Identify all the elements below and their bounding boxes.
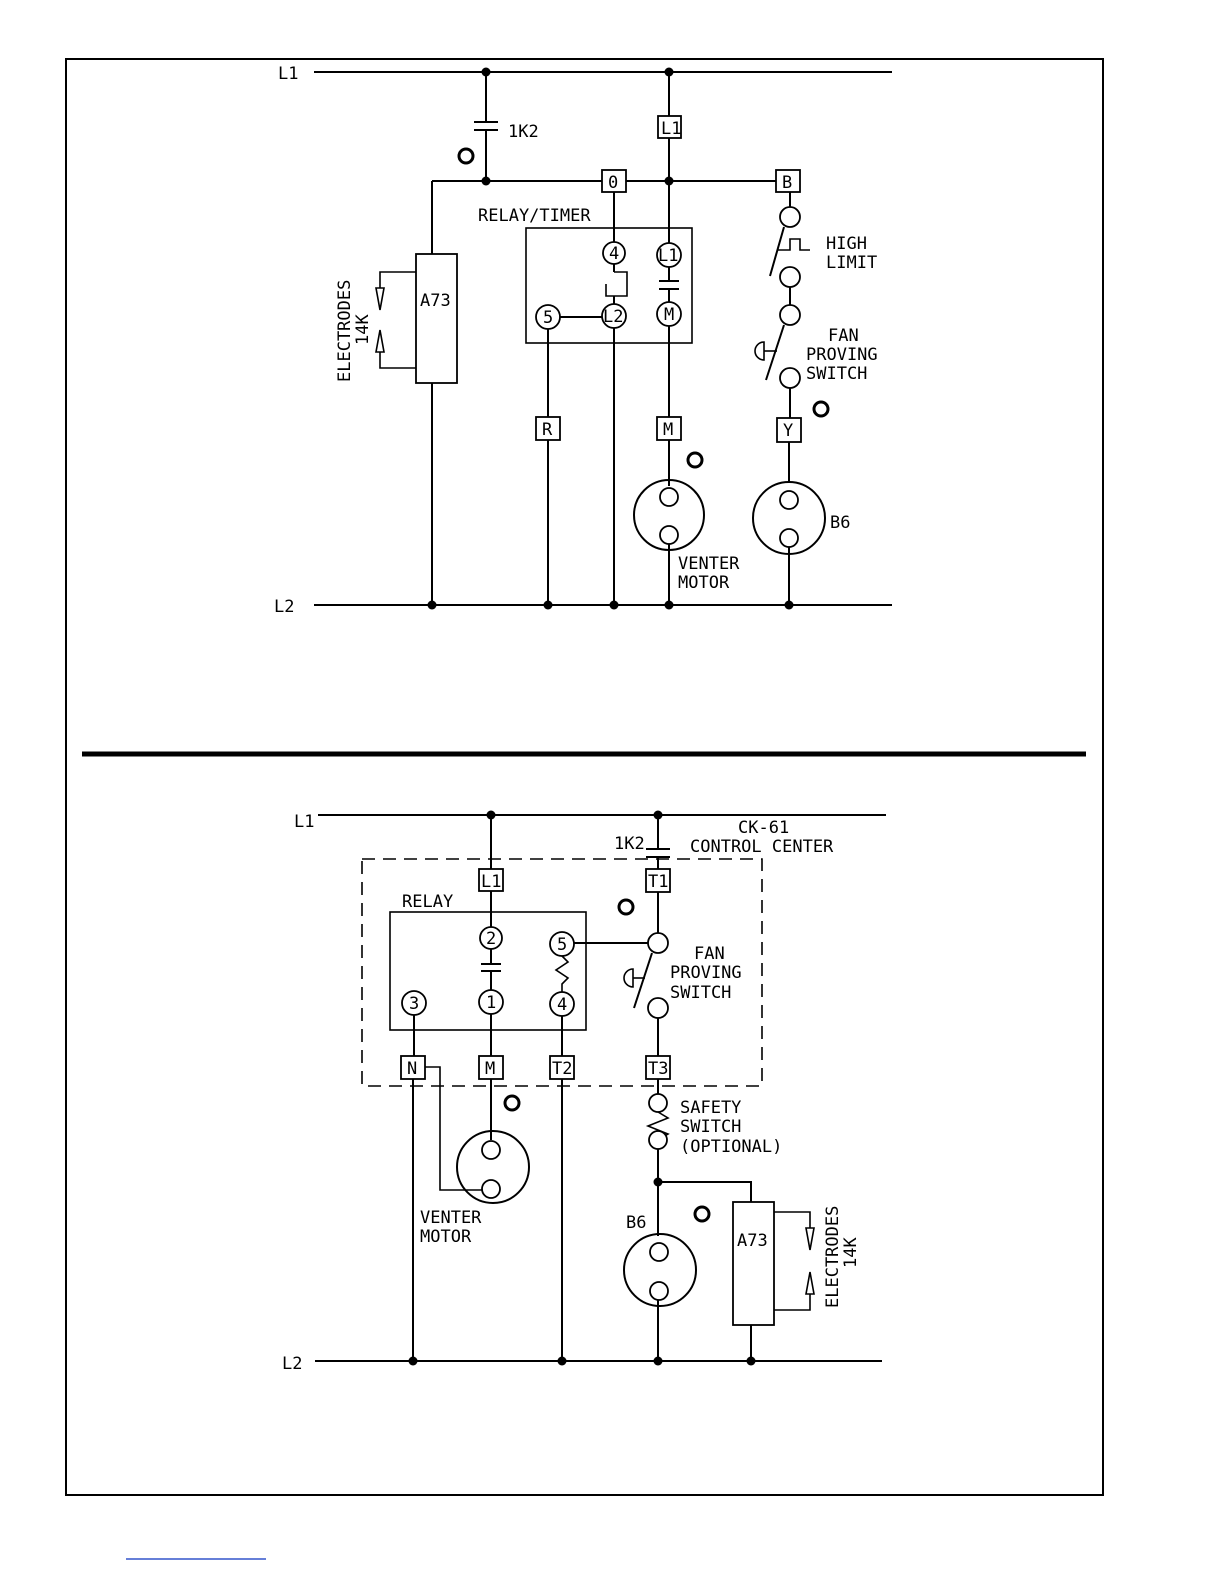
svg-text:PROVING: PROVING (806, 345, 878, 365)
top-marker-ring-3 (688, 453, 702, 467)
bottom-marker-ring-2 (505, 1096, 519, 1110)
svg-text:PROVING: PROVING (670, 963, 742, 983)
svg-text:R: R (542, 420, 553, 440)
bottom-electrodes-label: ELECTRODES (823, 1206, 843, 1308)
top-timer-element (606, 272, 627, 296)
bottom-electrode-arrow-down (806, 1228, 814, 1250)
svg-text:5: 5 (557, 935, 567, 955)
top-1k2-label: 1K2 (508, 122, 539, 142)
svg-text:L1: L1 (658, 246, 678, 266)
top-fan-proving-terminal-b (780, 368, 800, 388)
svg-text:N: N (407, 1059, 417, 1079)
svg-text:MOTOR: MOTOR (420, 1227, 472, 1247)
svg-text:14K: 14K (353, 314, 373, 345)
svg-text:A73: A73 (737, 1231, 768, 1251)
bottom-relay-title: RELAY (402, 892, 453, 912)
bottom-diagram: L1 L2 CK-61 CONTROL CENTER L1 1K2 T1 REL… (282, 811, 886, 1375)
bottom-fan-proving-symbol (624, 969, 633, 987)
top-fan-proving-terminal-a (780, 305, 800, 325)
svg-text:M: M (485, 1059, 495, 1079)
svg-text:2: 2 (486, 929, 496, 949)
top-marker-ring-2 (814, 402, 828, 416)
bottom-marker-ring-3 (695, 1207, 709, 1221)
top-venter-motor-label: VENTER (678, 554, 740, 574)
top-a73-module (416, 254, 457, 383)
top-fan-proving-symbol (755, 342, 764, 360)
bottom-control-center-label: CK-61 (738, 818, 789, 838)
top-high-limit-label: HIGH (826, 234, 867, 254)
svg-text:Y: Y (783, 421, 793, 441)
svg-text:MOTOR: MOTOR (678, 573, 730, 593)
bottom-venter-motor-label: VENTER (420, 1208, 482, 1228)
top-electrode-arrow-up (376, 288, 384, 310)
svg-text:T3: T3 (648, 1059, 668, 1079)
top-high-limit-switch (770, 227, 784, 276)
bottom-fan-proving-terminal-b (648, 998, 668, 1018)
svg-text:L1: L1 (661, 119, 681, 139)
bottom-electrode-arrow-up (806, 1272, 814, 1294)
bottom-b6-label: B6 (626, 1213, 646, 1233)
bottom-l1-label: L1 (294, 812, 314, 832)
svg-text:1: 1 (486, 993, 496, 1013)
top-electrodes-label: ELECTRODES (335, 280, 355, 382)
svg-text:T1: T1 (648, 872, 668, 892)
top-fan-proving-label: FAN (828, 326, 859, 346)
svg-text:T2: T2 (552, 1059, 572, 1079)
top-diagram: L1 L2 1K2 L1 0 B A73 ELECTRODES 14K RELA… (274, 64, 892, 617)
svg-text:SWITCH: SWITCH (680, 1117, 741, 1137)
svg-text:(OPTIONAL): (OPTIONAL) (680, 1137, 782, 1157)
top-l2-label: L2 (274, 597, 294, 617)
svg-text:SWITCH: SWITCH (806, 364, 867, 384)
svg-text:B: B (782, 173, 792, 193)
bottom-safety-switch-terminal-a (649, 1094, 667, 1112)
svg-text:14K: 14K (841, 1237, 861, 1268)
top-b6-label: B6 (830, 513, 850, 533)
svg-text:0: 0 (608, 173, 618, 193)
bottom-relay-coil (556, 956, 568, 992)
bottom-1k2-label: 1K2 (614, 834, 645, 854)
bottom-fan-proving-label: FAN (694, 944, 725, 964)
svg-text:M: M (664, 305, 674, 325)
svg-text:L2: L2 (603, 307, 623, 327)
page-frame (66, 59, 1103, 1495)
bottom-l2-label: L2 (282, 1354, 302, 1374)
top-high-limit-terminal-b (780, 267, 800, 287)
svg-text:5: 5 (543, 308, 553, 328)
bottom-safety-switch-label: SAFETY (680, 1098, 741, 1118)
svg-text:4: 4 (609, 244, 619, 264)
top-relay-timer-title: RELAY/TIMER (478, 206, 591, 226)
svg-text:M: M (663, 420, 673, 440)
top-high-limit-terminal-a (780, 207, 800, 227)
top-l1-label: L1 (278, 64, 298, 84)
svg-text:A73: A73 (420, 291, 451, 311)
top-electrode-arrow-down (376, 330, 384, 352)
svg-text:SWITCH: SWITCH (670, 983, 731, 1003)
bottom-fan-proving-switch (634, 953, 652, 1008)
svg-text:3: 3 (409, 994, 419, 1014)
svg-text:CONTROL CENTER: CONTROL CENTER (690, 837, 834, 857)
bottom-marker-ring-1 (619, 900, 633, 914)
top-marker-ring-1 (459, 149, 473, 163)
svg-text:4: 4 (557, 995, 567, 1015)
bottom-safety-switch-terminal-b (649, 1131, 667, 1149)
svg-text:LIMIT: LIMIT (826, 253, 877, 273)
bottom-fan-proving-terminal-a (648, 933, 668, 953)
svg-text:L1: L1 (481, 872, 501, 892)
top-high-limit-symbol (778, 239, 810, 250)
bottom-a73-module (733, 1202, 774, 1325)
